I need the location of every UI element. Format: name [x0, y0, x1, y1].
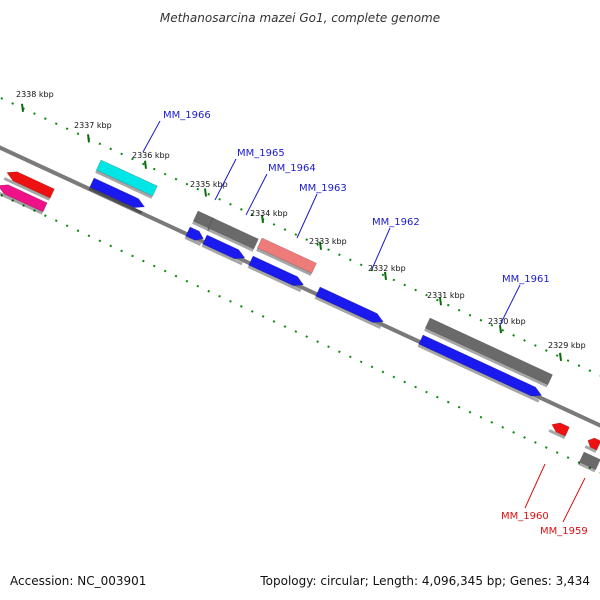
kbp-ticks: 2338 kbp 2337 kbp 2336 kbp 2335 kbp 2334 kbp…: [16, 90, 586, 361]
accession-text: Accession: NC_003901: [10, 574, 147, 588]
grey-gene-box: [207, 217, 259, 252]
kbp-label: 2337 kbp: [74, 121, 112, 130]
gene-label-mm-1960: MM_1960: [501, 511, 549, 522]
red-gene-arrow-shadow: [3, 177, 51, 201]
forward-cds-arrow-shadow: [201, 244, 243, 266]
kbp-tick-mark: [319, 241, 322, 250]
red-gene-arrow-shadow: [548, 429, 566, 439]
gene-leader-line: [296, 193, 318, 239]
forward-cds-arrow-body: [248, 255, 305, 286]
forward-cds-arrow-body: [202, 234, 246, 260]
cyan-gene-box-body: [95, 159, 158, 197]
gene-leader-line: [371, 227, 391, 270]
forward-cds-arrow-shadow: [88, 187, 143, 215]
forward-cds-arrow-body: [89, 177, 146, 208]
forward-cds-arrow: [88, 177, 146, 215]
magenta-gene-arrow: [0, 184, 48, 215]
gene-label-mm-1964: MM_1964: [268, 163, 316, 174]
gene-leader-line: [562, 477, 586, 523]
forward-cds-arrow: [314, 286, 384, 330]
red-gene-arrow-shadow: [584, 445, 597, 453]
kbp-tick-mark: [439, 297, 442, 306]
kbp-label: 2335 kbp: [190, 180, 228, 189]
magenta-gene-arrow-body: [0, 184, 48, 213]
cyan-gene-box: [95, 159, 158, 199]
magenta-gene-arrow-shadow: [0, 190, 43, 215]
gene-leader-line: [524, 463, 546, 509]
kbp-label: 2338 kbp: [16, 90, 54, 99]
kbp-label: 2331 kbp: [427, 291, 465, 300]
forward-cds-arrow: [201, 234, 246, 266]
grey-gene-box-body: [578, 451, 600, 470]
forward-cds-arrow-body: [315, 286, 384, 323]
red-gene-arrow: [548, 422, 570, 439]
forward-cds-arrow: [247, 255, 305, 293]
forward-cds-arrow-body: [418, 334, 543, 397]
grey-gene-box-body: [207, 217, 259, 250]
kbp-tick-mark: [499, 324, 502, 334]
salmon-gene-box-shadow: [256, 247, 312, 276]
gene-leader-line: [214, 158, 237, 201]
forward-cds-arrow: [417, 334, 543, 403]
grey-gene-box: [424, 317, 553, 388]
forward-cds-arrow-body: [185, 226, 204, 241]
kbp-label: 2334 kbp: [250, 209, 288, 218]
forward-cds-arrow: [184, 226, 204, 246]
kbp-tick-mark: [204, 188, 207, 197]
gene-features: [0, 159, 600, 473]
kbp-tick-mark: [144, 160, 147, 169]
grey-gene-box-shadow: [207, 227, 254, 252]
gene-leader-line: [499, 284, 521, 326]
salmon-gene-box-body: [256, 237, 317, 274]
forward-cds-arrow-shadow: [247, 265, 302, 293]
kbp-tick-mark: [261, 214, 264, 224]
grey-gene-box-shadow: [424, 327, 548, 388]
gene-labels: MM_1966MM_1965MM_1964MM_1963MM_1962MM_19…: [142, 110, 588, 537]
kbp-tick-mark: [559, 352, 562, 361]
kbp-tick-mark: [21, 103, 24, 112]
gene-label-mm-1961: MM_1961: [502, 274, 550, 285]
kbp-label: 2333 kbp: [309, 237, 347, 246]
gene-label-mm-1963: MM_1963: [299, 183, 347, 194]
gene-label-mm-1959: MM_1959: [540, 526, 588, 537]
kbp-tick-mark: [87, 134, 90, 143]
grey-gene-box-shadow: [578, 461, 596, 473]
kbp-label: 2336 kbp: [132, 151, 170, 160]
grey-gene-box: [578, 451, 600, 473]
grey-gene-box-shadow: [192, 220, 210, 232]
red-gene-arrow: [584, 437, 600, 453]
genome-summary-text: Topology: circular; Length: 4,096,345 bp…: [260, 574, 590, 588]
gene-leader-line: [245, 173, 268, 216]
red-gene-arrow-body: [551, 422, 570, 437]
upper-dotted-track: [0, 96, 600, 377]
gene-label-mm-1962: MM_1962: [372, 217, 420, 228]
red-gene-arrow-body: [6, 171, 55, 199]
forward-cds-arrow-shadow: [314, 296, 382, 330]
grey-gene-box-body: [424, 317, 553, 386]
gene-leader-line: [142, 120, 161, 153]
map-title: Methanosarcina mazei Go1, complete genom…: [160, 11, 440, 25]
red-gene-arrow: [3, 171, 55, 201]
kbp-label: 2329 kbp: [548, 341, 586, 350]
salmon-gene-box: [256, 237, 317, 276]
lower-dotted-track: [0, 193, 600, 474]
forward-cds-arrow-shadow: [184, 236, 202, 246]
cyan-gene-box-shadow: [95, 169, 153, 199]
kbp-tick-mark: [384, 271, 387, 280]
kbp-label: 2332 kbp: [368, 264, 406, 273]
forward-cds-arrow-shadow: [417, 344, 540, 403]
kbp-label: 2330 kbp: [488, 317, 526, 326]
gene-label-mm-1965: MM_1965: [237, 148, 285, 159]
gene-label-mm-1966: MM_1966: [163, 110, 211, 121]
